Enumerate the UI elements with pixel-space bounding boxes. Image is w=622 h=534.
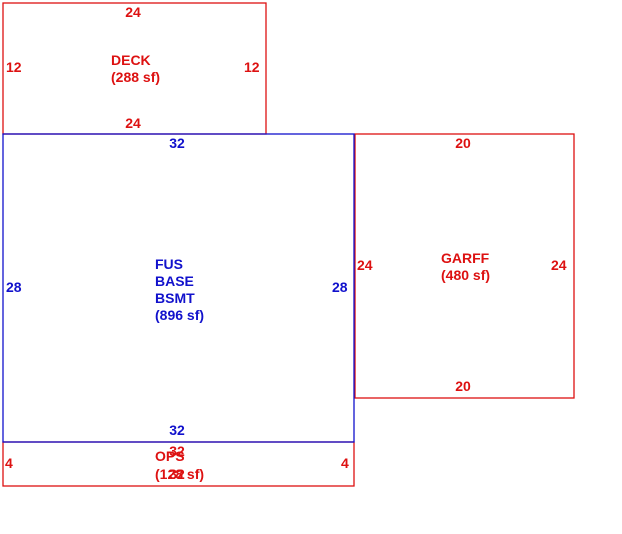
main-label-area: (896 sf)	[155, 307, 204, 323]
deck-dim-bottom: 24	[125, 115, 141, 131]
deck-label-name: DECK	[111, 52, 151, 68]
porch-dim-top: 32	[169, 443, 185, 459]
deck-label-area: (288 sf)	[111, 69, 160, 85]
garage-dim-top: 20	[455, 135, 471, 151]
main-label-line2: BASE	[155, 273, 194, 289]
main-area: 32 28 28 32 FUS BASE BSMT (896 sf)	[2, 133, 355, 443]
garage-area: 20 24 24 20 GARFF (480 sf)	[354, 133, 575, 399]
garage-dim-bottom: 20	[455, 378, 471, 394]
main-dim-top: 32	[169, 135, 185, 151]
main-dim-right: 28	[332, 279, 348, 295]
deck-dim-right: 12	[244, 59, 260, 75]
main-outline	[2, 133, 355, 443]
deck-dim-left: 12	[6, 59, 22, 75]
porch-label-name: OPS	[155, 448, 185, 464]
garage-label-area: (480 sf)	[441, 267, 490, 283]
porch-dim-bottom: 32	[169, 466, 185, 482]
garage-label-name: GARFF	[441, 250, 490, 266]
porch-dim-right: 4	[341, 455, 349, 471]
porch-dim-left: 4	[5, 455, 13, 471]
garage-outline	[354, 133, 575, 399]
deck-dim-top: 24	[125, 4, 141, 20]
main-label-line3: BSMT	[155, 290, 195, 306]
main-dim-bottom: 32	[169, 422, 185, 438]
garage-dim-right: 24	[551, 257, 567, 273]
porch-area: 32 4 4 32 OPS (128 sf)	[2, 441, 355, 487]
garage-dim-left: 24	[357, 257, 373, 273]
deck-area: 24 12 12 24 DECK (288 sf)	[2, 2, 267, 135]
main-dim-left: 28	[6, 279, 22, 295]
main-label-line1: FUS	[155, 256, 183, 272]
porch-label-area: (128 sf)	[155, 466, 204, 482]
